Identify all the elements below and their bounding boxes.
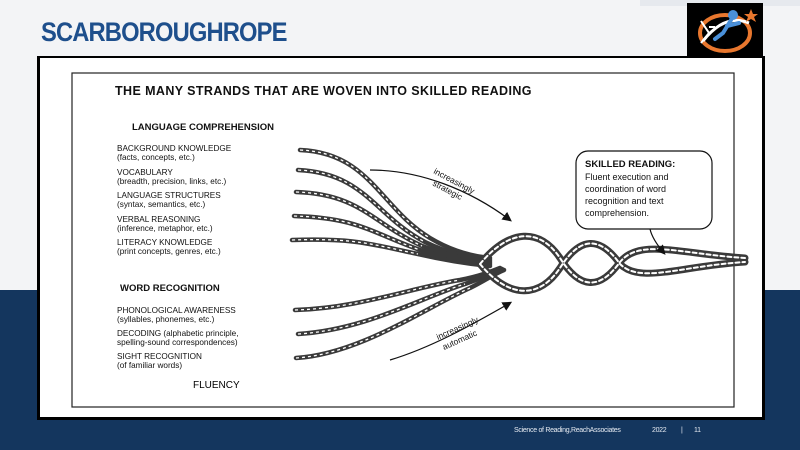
strand-name-literacy-knowledge: LITERACY KNOWLEDGE — [117, 238, 213, 247]
page-title: SCARBOROUGHROPE — [41, 17, 287, 47]
strand-name-language-structures: LANGUAGE STRUCTURES — [117, 191, 221, 200]
skilled-reading-line1: Fluent execution and — [585, 172, 669, 182]
language-strands — [289, 147, 493, 269]
skilled-reading-line3: recognition and text — [585, 196, 664, 206]
strand-detail-decoding: spelling-sound correspondences) — [117, 338, 238, 347]
strand-name-phonological-awareness: PHONOLOGICAL AWARENESS — [117, 306, 236, 315]
word-strands — [292, 265, 507, 361]
strand-detail-verbal-reasoning: (inference, metaphor, etc.) — [117, 224, 213, 233]
skilled-reading-line2: coordination of word — [585, 184, 666, 194]
skilled-reading-title: SKILLED READING: — [585, 159, 675, 170]
strand-detail-language-structures: (syntax, semantics, etc.) — [117, 200, 206, 209]
logo-icon — [698, 9, 758, 53]
word-recognition-title: WORD RECOGNITION — [120, 283, 220, 294]
diagram-heading: THE MANY STRANDS THAT ARE WOVEN INTO SKI… — [115, 84, 532, 98]
strand-name-sight-recognition: SIGHT RECOGNITION — [117, 352, 202, 361]
skilled-reading-line4: comprehension. — [585, 208, 649, 218]
word-strand-highlights — [294, 279, 471, 359]
footer-source: Science of Reading,ReachAssociates — [514, 427, 621, 434]
diagram-frame: THE MANY STRANDS THAT ARE WOVEN INTO SKI… — [37, 56, 765, 420]
diagram-panel: THE MANY STRANDS THAT ARE WOVEN INTO SKI… — [40, 58, 762, 417]
logo — [687, 3, 763, 60]
footer-year: 2022 — [652, 427, 667, 434]
arrow-strategic — [369, 169, 512, 222]
skilled-reading-pointer — [649, 228, 666, 255]
arrow-automatic — [389, 301, 513, 361]
footer-separator: | — [681, 427, 683, 434]
diagram-border — [71, 72, 735, 408]
footer-page-number: 11 — [694, 427, 701, 434]
strand-name-vocabulary: VOCABULARY — [117, 168, 173, 177]
strand-name-decoding: DECODING (alphabetic principle, — [117, 329, 239, 338]
language-comprehension-title: LANGUAGE COMPREHENSION — [132, 122, 274, 133]
strand-name-background-knowledge: BACKGROUND KNOWLEDGE — [117, 144, 232, 153]
main-rope — [476, 232, 749, 295]
reading-rope-diagram: THE MANY STRANDS THAT ARE WOVEN INTO SKI… — [71, 72, 749, 408]
fluency-label: FLUENCY — [193, 380, 240, 391]
strand-detail-vocabulary: (breadth, precision, links, etc.) — [117, 177, 226, 186]
strand-detail-background-knowledge: (facts, concepts, etc.) — [117, 153, 195, 162]
strand-detail-literacy-knowledge: (print concepts, genres, etc.) — [117, 247, 221, 256]
strand-detail-phonological-awareness: (syllables, phonemes, etc.) — [117, 315, 215, 324]
strand-name-verbal-reasoning: VERBAL REASONING — [117, 215, 200, 224]
language-strand-highlights — [291, 149, 431, 255]
skilled-reading-box — [575, 150, 713, 230]
strand-detail-sight-recognition: (of familiar words) — [117, 361, 182, 370]
